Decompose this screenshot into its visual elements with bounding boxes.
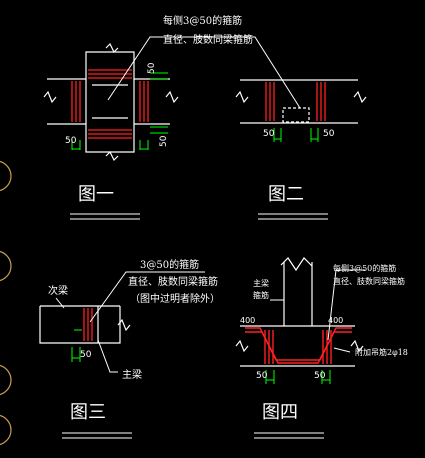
fig1-dim-bottom-left: 50 xyxy=(65,136,77,146)
fig1-leader xyxy=(107,36,301,109)
fig3-dim: 50 xyxy=(80,350,92,360)
fig2-caption-underline xyxy=(258,213,328,220)
figure-2: 50 50 图二 xyxy=(235,79,367,220)
fig1-dim-top-right: 50 xyxy=(147,62,157,74)
fig4-beam-outline xyxy=(235,257,364,367)
fig4-leaders xyxy=(270,269,365,353)
fig3-secondary-beam-label: 次梁 xyxy=(48,284,68,297)
fig3-stirrups xyxy=(83,308,93,341)
fig3-caption: 图三 xyxy=(70,402,106,423)
fig3-main-beam-label: 主梁 xyxy=(122,368,142,381)
fig4-dim-right-top: 400 xyxy=(328,316,343,325)
fig3-note-line2: 直径、肢数同梁箍筋 xyxy=(128,275,218,288)
fig1-caption-underline xyxy=(70,213,140,220)
fig4-dim-bottom-right: 50 xyxy=(314,371,326,381)
fig4-dim-bottom-left: 50 xyxy=(256,371,268,381)
fig4-dim-left-top: 400 xyxy=(240,316,255,325)
fig1-caption: 图一 xyxy=(78,184,114,205)
fig1-note-line2: 直径、肢数同梁箍筋 xyxy=(163,33,253,46)
fig4-hanging-bars xyxy=(245,327,352,364)
fig3-leaders xyxy=(55,271,205,373)
fig3-caption-underline xyxy=(62,432,132,439)
fig4-note-line1: 每侧3@50的箍筋 xyxy=(333,263,396,273)
fig4-dimension-marks xyxy=(265,370,331,384)
fig4-left-label-line1: 主梁 xyxy=(253,278,269,288)
fig3-beam-outline xyxy=(39,305,131,344)
fig4-caption-underline xyxy=(254,432,324,439)
fig2-dim-left: 50 xyxy=(263,129,275,139)
figure-1: 每侧3@50的箍筋 直径、肢数同梁箍筋 50 50 50 图一 xyxy=(43,14,301,220)
fig1-stirrups xyxy=(71,69,149,139)
figure-3: 3@50的箍筋 直径、肢数同梁箍筋 （图中过明者除外） 次梁 主梁 50 图三 xyxy=(39,258,220,439)
fig1-dimension-marks xyxy=(71,72,168,150)
figure-4: 主梁 箍筋 每侧3@50的箍筋 直径、肢数同梁箍筋 400 400 附加吊筋2φ… xyxy=(235,257,408,439)
fig4-caption: 图四 xyxy=(262,402,298,423)
fig3-note-line1: 3@50的箍筋 xyxy=(140,258,199,271)
fig1-dim-bottom-right: 50 xyxy=(159,135,169,147)
sidebar-circles xyxy=(0,160,12,446)
fig1-beam-outline xyxy=(43,42,179,162)
fig2-dim-right: 50 xyxy=(323,129,335,139)
fig4-left-label-line2: 箍筋 xyxy=(253,290,269,300)
fig2-stirrups xyxy=(265,82,326,121)
fig2-caption: 图二 xyxy=(268,184,304,205)
fig1-note-line1: 每侧3@50的箍筋 xyxy=(163,14,242,27)
fig2-beam-outline xyxy=(235,79,367,124)
fig3-dimension-marks xyxy=(71,329,82,362)
fig2-dimension-marks xyxy=(273,128,319,142)
fig3-note-line3: （图中过明者除外） xyxy=(130,292,220,305)
fig4-note-line2: 直径、肢数同梁箍筋 xyxy=(333,276,405,286)
fig4-right-note: 附加吊筋2φ18 xyxy=(355,347,408,357)
